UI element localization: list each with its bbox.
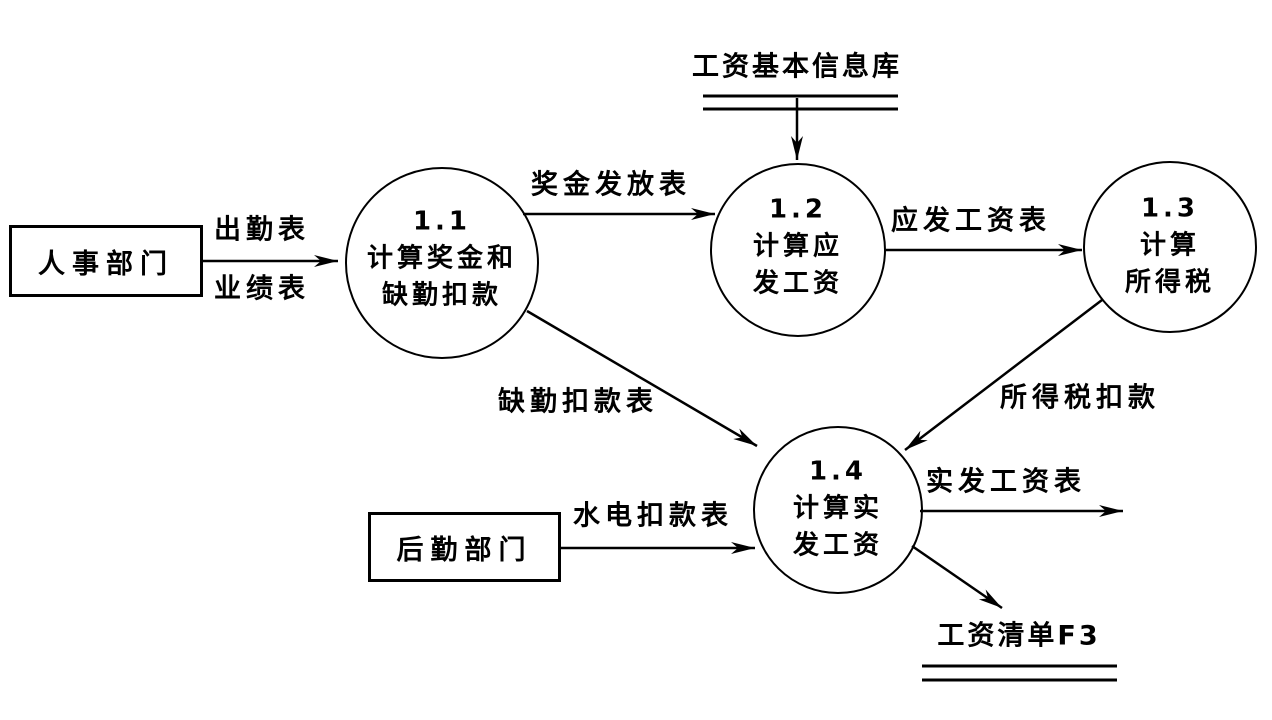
process-1-3-name-line1: 计算 (1139, 230, 1201, 261)
process-1-1-label: 1.1 计算奖金和 缺勤扣款 (367, 204, 517, 315)
external-entity-logistics-label: 后勤部门 (396, 534, 533, 566)
process-1-2-number: 1.2 (768, 194, 828, 225)
flow-label-gross-salary-sheet: 应发工资表 (891, 205, 1051, 237)
process-1-4-label: 1.4 计算实 发工资 (793, 454, 883, 565)
process-1-1-number: 1.1 (412, 206, 472, 237)
process-1-4-number: 1.4 (808, 456, 868, 487)
flow-label-utilities-deduction-sheet: 水电扣款表 (573, 500, 733, 532)
process-circle-1-2 (710, 163, 886, 337)
data-store-salary-base-info-label: 工资基本信息库 (692, 51, 902, 83)
process-1-2-name-line2: 发工资 (752, 268, 844, 299)
flow-arrow-1-1-to-1-4 (526, 309, 758, 448)
process-circle-1-1 (345, 167, 539, 359)
process-1-2-label: 1.2 计算应 发工资 (753, 192, 843, 303)
process-1-2-name-line1: 计算应 (752, 231, 844, 262)
process-1-3-label: 1.3 计算 所得税 (1125, 191, 1215, 302)
flow-label-attendance-sheet: 出勤表 (214, 214, 310, 246)
external-entity-hr: 人事部门 (9, 225, 203, 297)
process-1-4-name-line1: 计算实 (792, 493, 884, 524)
flow-label-performance-sheet: 业绩表 (214, 273, 310, 305)
process-1-1-name-line2: 缺勤扣款 (381, 280, 503, 311)
flow-label-net-salary-sheet: 实发工资表 (926, 466, 1086, 498)
process-1-1-name-line1: 计算奖金和 (366, 243, 518, 274)
flow-label-income-tax-deduction: 所得税扣款 (1000, 382, 1160, 414)
process-circle-1-3 (1083, 161, 1257, 333)
process-1-3-number: 1.3 (1140, 193, 1200, 224)
external-entity-logistics: 后勤部门 (368, 512, 561, 582)
flow-arrow-1-3-to-1-4 (904, 299, 1103, 451)
data-store-salary-list-f3-label: 工资清单F3 (937, 620, 1101, 652)
flow-label-absence-deduction-sheet: 缺勤扣款表 (498, 386, 658, 418)
process-1-3-name-line2: 所得税 (1124, 267, 1216, 298)
process-1-4-name-line2: 发工资 (792, 530, 884, 561)
external-entity-hr-label: 人事部门 (38, 248, 174, 280)
flow-arrow-1-4-to-f3 (911, 544, 1003, 610)
flow-label-bonus-distribution-sheet: 奖金发放表 (531, 169, 691, 201)
